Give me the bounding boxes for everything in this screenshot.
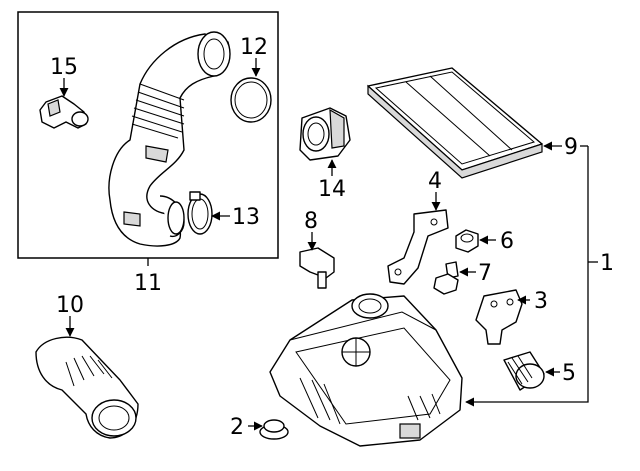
part-6-nut bbox=[455, 229, 479, 253]
part-3-mount bbox=[475, 289, 523, 345]
part-4-bracket bbox=[387, 209, 449, 285]
callout-15: 15 bbox=[50, 55, 78, 80]
part-1-air-box bbox=[269, 293, 463, 447]
callout-3: 3 bbox=[534, 289, 548, 314]
part-11-intake-duct bbox=[108, 31, 231, 247]
callout-6: 6 bbox=[500, 229, 514, 254]
callout-1: 1 bbox=[600, 251, 614, 276]
callout-2: 2 bbox=[230, 415, 244, 440]
callout-8: 8 bbox=[304, 209, 318, 234]
callout-10: 10 bbox=[56, 293, 84, 318]
leader-1-bracket bbox=[465, 146, 589, 407]
part-12-o-ring bbox=[230, 77, 272, 123]
part-7-bolt bbox=[433, 261, 459, 295]
part-13-clamp bbox=[187, 191, 213, 235]
part-15-sensor bbox=[39, 95, 89, 129]
callout-14: 14 bbox=[318, 177, 346, 202]
part-9-air-filter bbox=[367, 67, 543, 179]
callout-4: 4 bbox=[428, 169, 442, 194]
callout-7: 7 bbox=[478, 261, 492, 286]
callout-13: 13 bbox=[232, 205, 260, 230]
part-10-bellows-hose bbox=[35, 336, 139, 439]
callout-9: 9 bbox=[564, 135, 578, 160]
callout-11: 11 bbox=[134, 271, 162, 296]
part-8-sensor bbox=[299, 247, 335, 289]
part-2-grommet bbox=[259, 419, 289, 440]
callout-5: 5 bbox=[562, 361, 576, 386]
part-5-cartridge bbox=[503, 351, 545, 391]
part-14-maf-sensor bbox=[299, 107, 351, 161]
callout-12: 12 bbox=[240, 35, 268, 60]
